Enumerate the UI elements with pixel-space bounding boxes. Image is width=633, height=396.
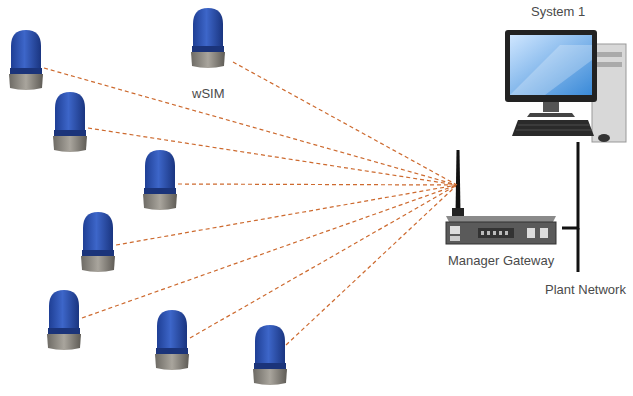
computer-node: System 1: [490, 0, 626, 142]
node-label: Manager Gateway: [448, 253, 554, 269]
gateway-node: Manager Gateway: [440, 185, 562, 271]
node-label: System 1: [531, 4, 585, 20]
node-label: wSIM: [192, 86, 225, 102]
wireless-link: [233, 62, 457, 185]
network-line: [562, 142, 578, 228]
network-label: Plant Network: [545, 282, 626, 298]
sensor-node: wSIM: [183, 8, 233, 104]
